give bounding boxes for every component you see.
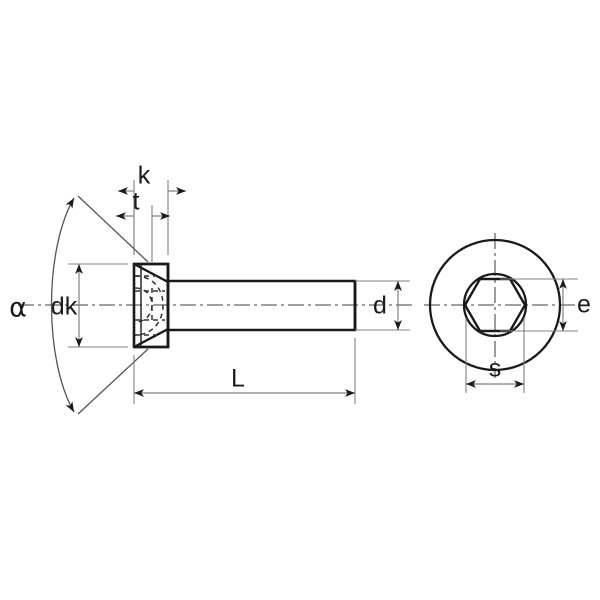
hexagon-socket	[463, 277, 527, 333]
alpha-leader-lower	[77, 348, 149, 415]
socket-across-corners-dimension: e	[500, 278, 591, 332]
t-label: t	[133, 188, 140, 216]
k-label: k	[138, 162, 151, 190]
dk-label: dk	[51, 293, 78, 321]
alpha-angle-arc	[50, 197, 75, 413]
head-diameter-dimension: dk	[51, 263, 128, 348]
e-label: e	[577, 291, 591, 319]
countersink-angle-dimension: α	[9, 195, 149, 415]
socket-depth-dimension: t	[116, 188, 170, 262]
shank-diameter-dimension: d	[355, 280, 410, 331]
overall-length-dimension: L	[133, 338, 356, 404]
d-label: d	[373, 292, 387, 320]
alpha-label: α	[9, 293, 27, 324]
L-label: L	[231, 365, 245, 393]
side-elevation-view	[18, 262, 412, 349]
socket-across-flats-dimension: s	[465, 318, 525, 393]
alpha-leader-upper	[77, 195, 149, 263]
s-label: s	[489, 355, 502, 383]
hidden-socket-lines	[134, 275, 165, 336]
